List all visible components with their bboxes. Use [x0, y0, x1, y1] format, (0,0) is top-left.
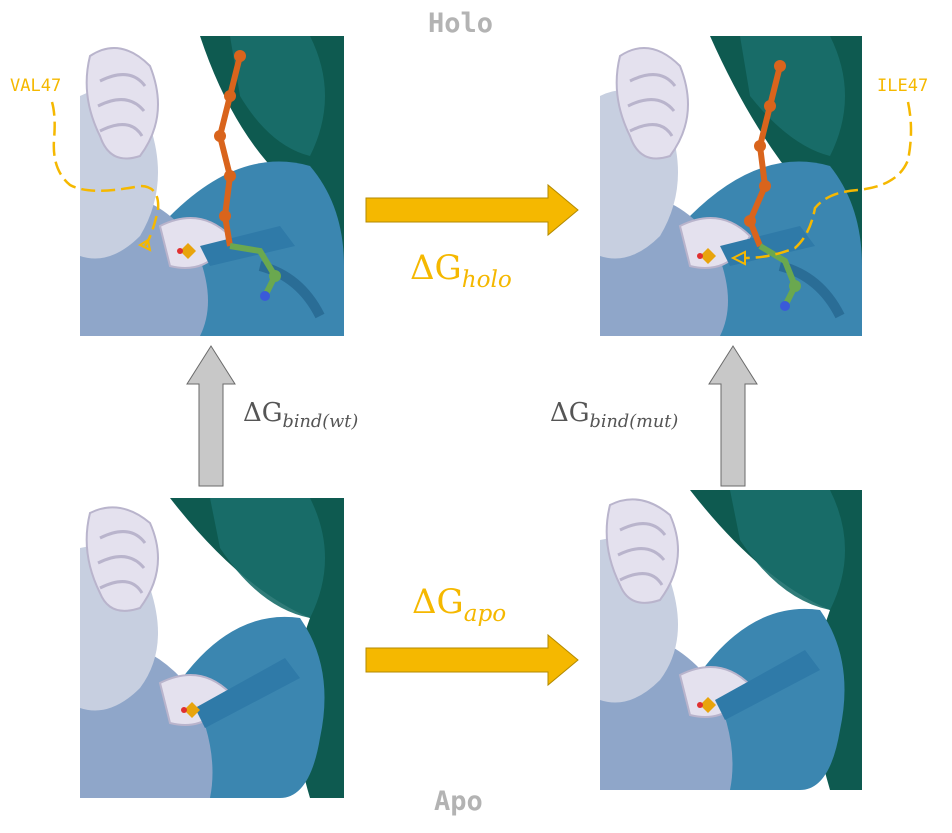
delta-g-bind-mut-sub: bind(mut)	[589, 412, 679, 433]
delta-g-bind-wt-label: ΔGbind(wt)	[243, 398, 358, 432]
delta-g-apo-delta: ΔG	[412, 582, 464, 622]
delta-g-bind-wt-delta: ΔG	[243, 398, 283, 428]
arrow-apo	[365, 633, 579, 687]
panel-apo-wt	[80, 498, 344, 798]
panel-apo-mut	[600, 490, 862, 790]
delta-g-holo-sub: holo	[461, 267, 512, 294]
delta-g-bind-mut-label: ΔGbind(mut)	[550, 398, 678, 432]
delta-g-holo-delta: ΔG	[410, 248, 462, 288]
delta-g-bind-wt-sub: bind(wt)	[282, 412, 359, 433]
mutation-label-mut: ILE47	[877, 76, 929, 96]
panel-holo-wt	[80, 36, 344, 336]
callout-line-wt	[50, 101, 160, 247]
delta-g-apo-sub: apo	[463, 601, 507, 628]
holo-title: Holo	[428, 8, 494, 39]
delta-g-bind-mut-delta: ΔG	[550, 398, 590, 428]
apo-title: Apo	[434, 786, 483, 817]
arrow-bind-wt	[186, 345, 236, 487]
callout-line-mut	[744, 101, 913, 260]
callout-marker-mut	[730, 250, 746, 266]
callout-marker-wt	[137, 238, 152, 252]
delta-g-apo-label: ΔGapo	[412, 582, 506, 627]
delta-g-holo-label: ΔGholo	[410, 248, 512, 293]
arrow-bind-mut	[708, 345, 758, 487]
arrow-holo	[365, 183, 579, 237]
mutation-label-wt: VAL47	[10, 76, 62, 96]
